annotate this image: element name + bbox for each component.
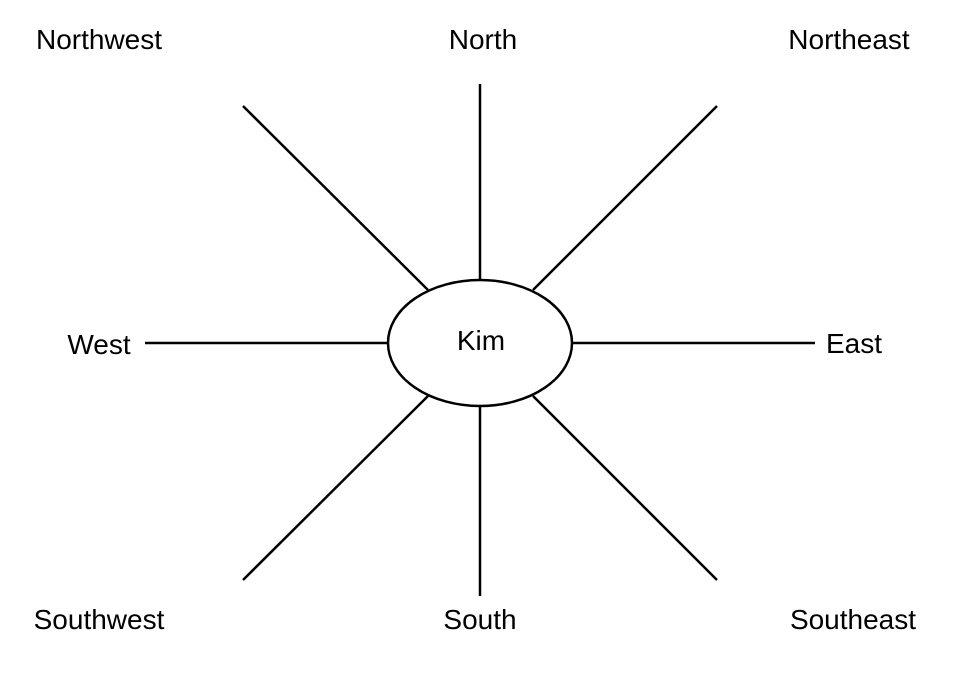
label-south: South <box>443 604 516 635</box>
label-east: East <box>826 328 882 359</box>
label-north: North <box>449 24 517 55</box>
ray-northwest <box>242 105 429 291</box>
ray-southeast <box>532 395 718 581</box>
label-northwest: Northwest <box>36 24 162 55</box>
label-west: West <box>67 329 130 360</box>
center-node <box>386 278 574 408</box>
label-northeast: Northeast <box>788 24 910 55</box>
label-southeast: Southeast <box>790 604 916 635</box>
label-southwest: Southwest <box>34 604 165 635</box>
ray-northeast <box>532 105 718 291</box>
center-label: Kim <box>457 325 505 356</box>
ray-southwest <box>242 395 429 581</box>
